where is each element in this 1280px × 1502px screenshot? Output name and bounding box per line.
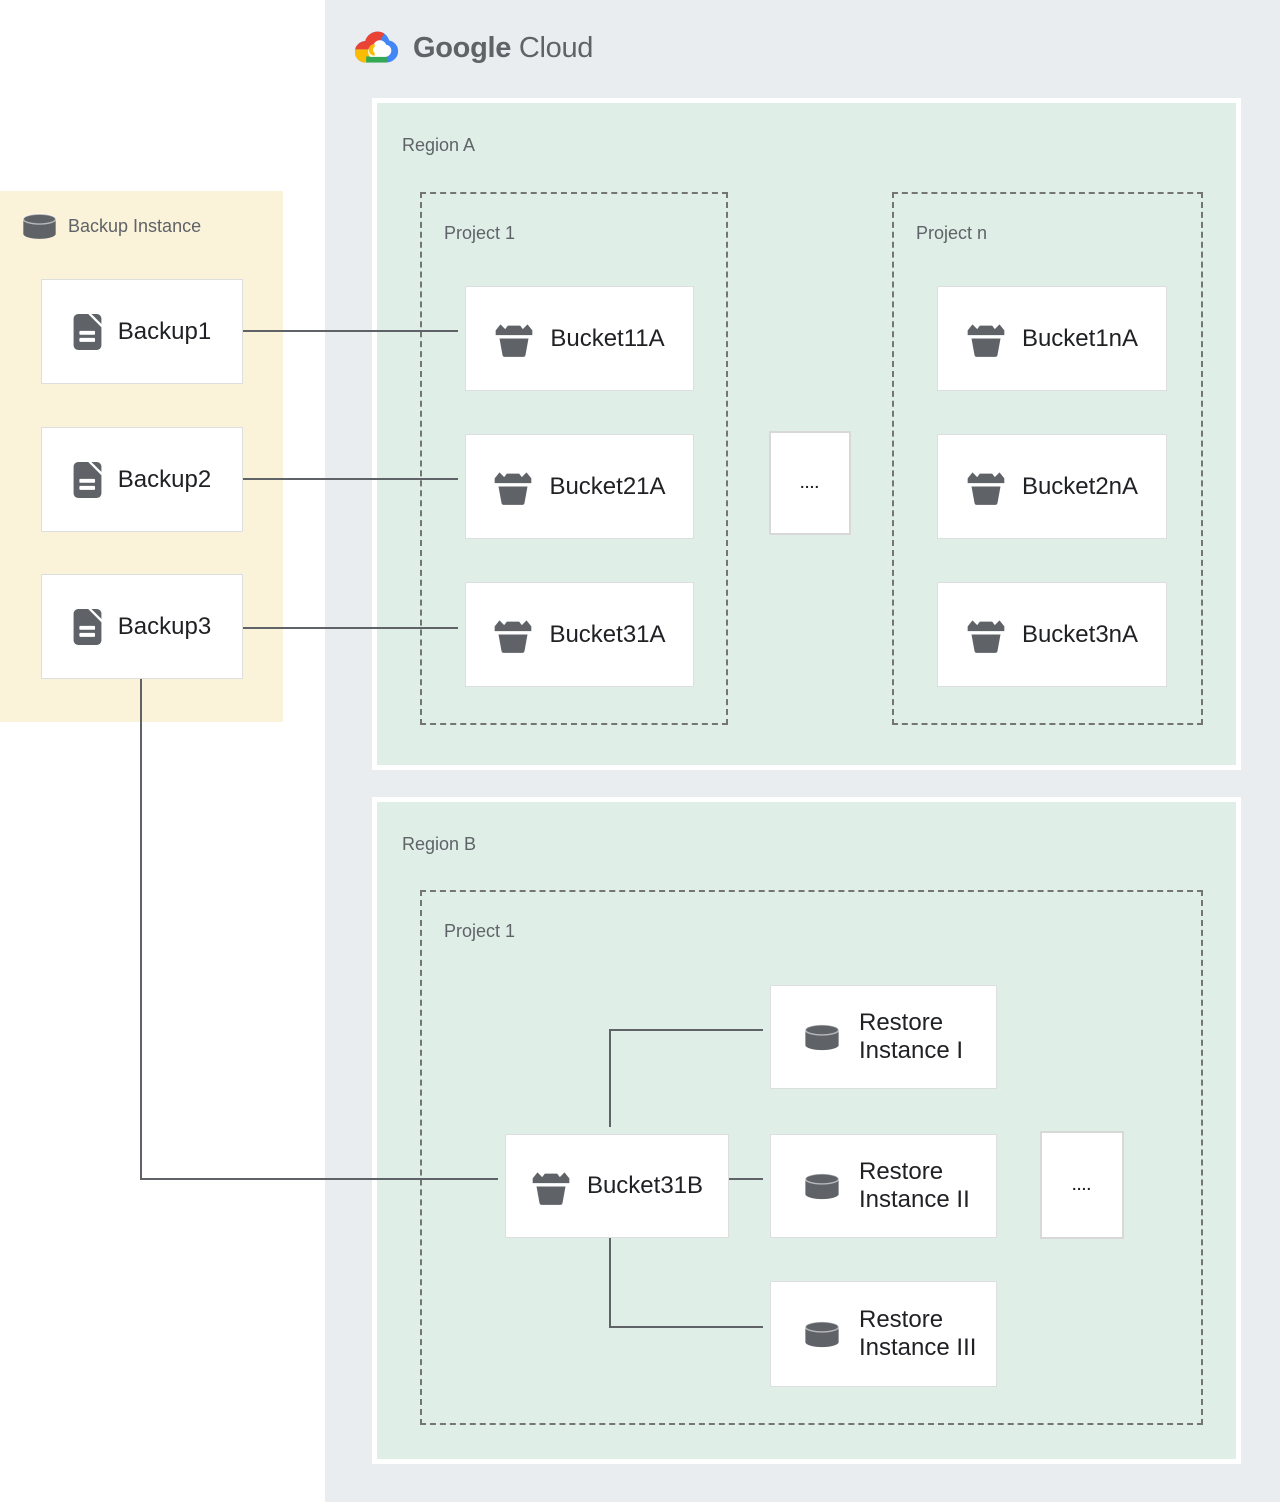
document-icon: [72, 460, 102, 499]
node-label: Restore Instance II: [859, 1157, 970, 1213]
bucket-icon: [496, 324, 533, 357]
connector-bucket31b-restore1-horizontal: [609, 1029, 763, 1031]
node-bucket11a: Bucket11A: [465, 286, 694, 391]
node-bucket3na: Bucket3nA: [937, 582, 1167, 687]
bucket-icon: [532, 1171, 570, 1205]
connector-backup2-bucket21a: [243, 478, 458, 480]
node-backup3: Backup3: [41, 574, 243, 679]
project-1-region-a-label: Project 1: [444, 223, 516, 243]
project-1-region-a: Project 1 Bucket11A Bucket21A Bucket31A: [420, 192, 728, 725]
ellipsis-text: ....: [800, 475, 820, 491]
logo-google-text: Google: [413, 31, 512, 64]
node-backup2: Backup2: [41, 427, 243, 532]
google-cloud-logo-icon: [354, 31, 399, 63]
node-label: Bucket3nA: [1021, 620, 1139, 648]
region-b: Region B Project 1 Restore Instance I Bu…: [372, 797, 1241, 1464]
backup-instance-header: Backup Instance: [21, 213, 201, 240]
connector-bucket31b-restore1-vertical: [609, 1029, 611, 1127]
connector-backup1-bucket11a: [243, 330, 458, 332]
node-bucket21a: Bucket21A: [465, 434, 694, 539]
backup-instance-title: Backup Instance: [68, 216, 202, 236]
bucket-icon: [495, 620, 532, 653]
connector-backup3-bucket31b-horizontal: [140, 1178, 498, 1180]
google-cloud-logo: Google Cloud: [353, 29, 593, 67]
node-backup1: Backup1: [41, 279, 243, 384]
node-bucket2na: Bucket2nA: [937, 434, 1167, 539]
region-a-label: Region A: [402, 135, 476, 155]
node-label: Backup2: [117, 465, 212, 493]
connector-bucket31b-restore3-horizontal: [609, 1326, 763, 1328]
node-label: Restore Instance I: [859, 1008, 964, 1064]
project-1-region-b: Project 1 Restore Instance I Bucket31B R…: [420, 890, 1203, 1425]
bucket-icon: [967, 472, 1005, 505]
node-label: Restore Instance III: [859, 1305, 977, 1361]
more-restores-ellipsis-region-b: ....: [1040, 1131, 1124, 1239]
node-label: Bucket11A: [550, 324, 665, 352]
node-label: Bucket31B: [586, 1172, 704, 1199]
region-b-label: Region B: [402, 834, 477, 854]
bucket-icon: [495, 472, 532, 505]
document-icon: [72, 312, 102, 351]
node-restore-instance-2: Restore Instance II: [770, 1134, 997, 1238]
node-label: Bucket1nA: [1021, 324, 1139, 352]
connector-bucket31b-restore2: [722, 1178, 763, 1180]
bucket-icon: [967, 324, 1005, 357]
google-cloud-logo-text: Google Cloud: [413, 32, 593, 65]
database-icon: [804, 1023, 840, 1051]
node-label: Backup1: [117, 317, 212, 345]
region-a: Region A Project 1 Bucket11A Bucket21A B…: [372, 98, 1241, 770]
logo-cloud-text: Cloud: [518, 31, 594, 64]
node-label: Bucket2nA: [1021, 472, 1139, 500]
connector-bucket31b-restore3-vertical: [609, 1231, 611, 1328]
node-restore-instance-1: Restore Instance I: [770, 985, 997, 1089]
ellipsis-text: ....: [1072, 1177, 1092, 1193]
node-bucket31b: Bucket31B: [505, 1134, 729, 1238]
more-projects-ellipsis-region-a: ....: [769, 431, 851, 535]
node-bucket1na: Bucket1nA: [937, 286, 1167, 391]
backup-instance-panel: Backup Instance Backup1 Backup2 Backup3: [0, 191, 283, 722]
project-n-region-a: Project n Bucket1nA Bucket2nA Bucket3nA: [892, 192, 1203, 725]
node-bucket31a: Bucket31A: [465, 582, 694, 687]
document-icon: [72, 607, 102, 646]
bucket-icon: [967, 620, 1005, 653]
database-icon: [804, 1172, 840, 1200]
connector-backup3-bucket31a: [243, 627, 458, 629]
connector-backup3-bucket31b-vertical: [140, 679, 142, 1180]
node-label: Backup3: [117, 612, 212, 640]
node-label: Bucket21A: [549, 472, 666, 500]
project-1-region-b-label: Project 1: [444, 921, 516, 941]
database-icon: [22, 213, 57, 240]
node-restore-instance-3: Restore Instance III: [770, 1281, 997, 1387]
node-label: Bucket31A: [549, 620, 666, 648]
project-n-region-a-label: Project n: [916, 223, 988, 243]
database-icon: [804, 1320, 840, 1348]
